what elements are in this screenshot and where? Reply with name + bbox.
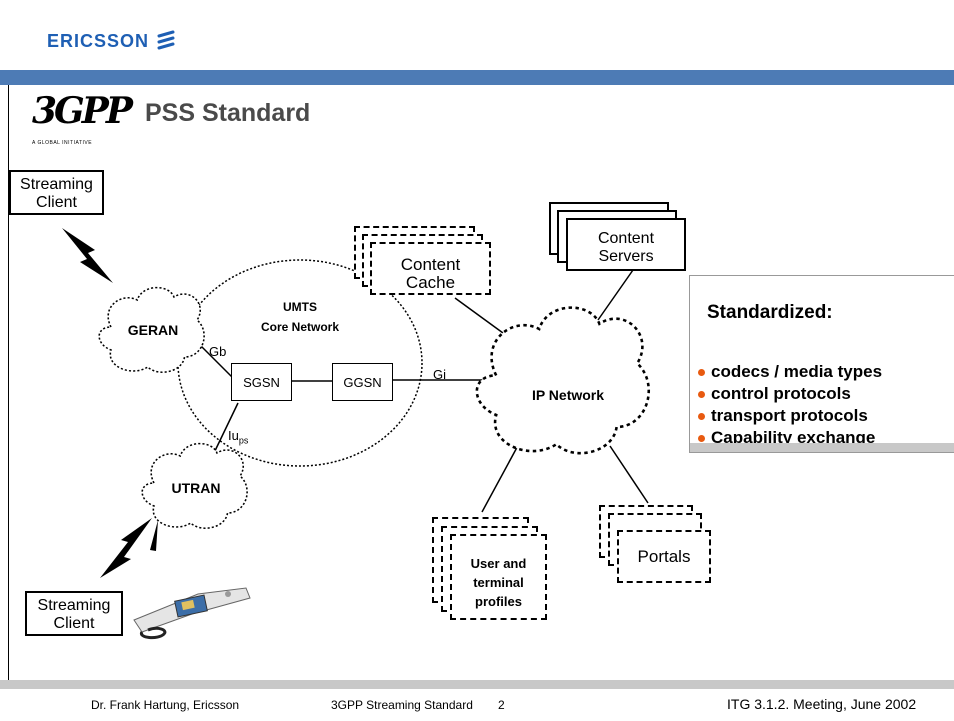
- content-cache-line2: Cache: [405, 273, 456, 292]
- core-network-line1: UMTS: [283, 300, 317, 314]
- geran-label: GERAN: [127, 322, 179, 338]
- footer-meeting: ITG 3.1.2. Meeting, June 2002: [727, 696, 917, 712]
- left-border: [8, 85, 9, 685]
- ericsson-logo: ERICSSON: [47, 30, 177, 52]
- bullet-icon: [698, 368, 705, 376]
- streaming-client-bottom-line1: Streaming: [37, 597, 111, 614]
- streaming-client-bottom-line2: Client: [53, 615, 95, 632]
- utran-sgsn-link: [212, 402, 239, 456]
- geran-sgsn-link: [199, 344, 233, 378]
- footer-talk: 3GPP Streaming Standard: [331, 698, 473, 712]
- standardized-item-text: transport protocols: [711, 406, 868, 425]
- sgsn-node: SGSN: [231, 363, 292, 401]
- ericsson-stripes-icon: [157, 30, 175, 50]
- 3gpp-logo-tagline: A GLOBAL INITIATIVE: [32, 140, 93, 146]
- footer-bar: [0, 680, 954, 689]
- brand-name: ERICSSON: [47, 30, 150, 51]
- ipnet-portals-link: [609, 445, 649, 504]
- portals-box: Portals: [617, 530, 711, 583]
- portals-label: Portals: [637, 547, 691, 566]
- ggsn-node: GGSN: [332, 363, 393, 401]
- standardized-panel: Standardized: codecs / media types contr…: [689, 275, 954, 453]
- cache-ipnet-link: [454, 297, 504, 334]
- footer-page: 2: [498, 698, 505, 712]
- standardized-item: control protocols: [698, 383, 882, 405]
- iu-interface-label: Iups: [228, 428, 248, 446]
- core-network-label: UMTS Core Network: [250, 297, 350, 337]
- 3gpp-logo-text: 3GPP: [32, 90, 133, 132]
- bullet-icon: [698, 412, 705, 420]
- profiles-line3: profiles: [475, 594, 522, 609]
- 3gpp-logo: 3GPP A GLOBAL INITIATIVE: [30, 88, 138, 150]
- content-cache-box: Content Cache: [370, 242, 491, 295]
- standardized-title: Standardized:: [707, 302, 833, 323]
- gb-interface-label: Gb: [209, 344, 227, 359]
- streaming-client-top: Streaming Client: [9, 170, 104, 215]
- mobile-phone-icon: [133, 587, 251, 640]
- lightning-top-icon: [62, 228, 113, 283]
- standardized-bottom-bar: [690, 443, 954, 452]
- ip-network-cloud: [475, 306, 651, 455]
- bullet-icon: [698, 434, 705, 442]
- lightning-bottom-icon: [100, 518, 152, 578]
- ipnet-profiles-link: [481, 439, 522, 513]
- slide-title: PSS Standard: [145, 99, 311, 127]
- header-bar: [0, 70, 954, 85]
- ip-network-label: IP Network: [531, 387, 605, 403]
- profiles-line2: terminal: [473, 575, 524, 590]
- lightning-bottom2-icon: [150, 520, 158, 551]
- content-servers-line2: Servers: [598, 248, 654, 265]
- content-cache-line1: Content: [400, 255, 461, 274]
- content-servers-line1: Content: [597, 230, 655, 247]
- bullet-icon: [698, 390, 705, 398]
- standardized-item: Capability exchange: [698, 427, 882, 449]
- standardized-item-text: codecs / media types: [711, 362, 883, 381]
- footer-author: Dr. Frank Hartung, Ericsson: [91, 698, 240, 712]
- standardized-item-text: control protocols: [711, 384, 851, 403]
- iu-sub-text: ps: [238, 435, 249, 446]
- profiles-box: User and terminal profiles: [450, 534, 547, 620]
- servers-ipnet-link: [597, 269, 634, 321]
- streaming-client-top-line1: Streaming: [20, 176, 93, 193]
- profiles-line1: User and: [470, 556, 527, 571]
- iu-main-text: Iu: [228, 428, 239, 443]
- core-network-line2: Core Network: [260, 320, 340, 334]
- streaming-client-bottom: Streaming Client: [25, 591, 123, 636]
- standardized-item-text: Capability exchange: [711, 428, 876, 447]
- content-servers-box: Content Servers: [566, 218, 686, 271]
- streaming-client-top-line2: Client: [36, 194, 77, 211]
- utran-label: UTRAN: [171, 480, 221, 496]
- standardized-item: transport protocols: [698, 405, 882, 427]
- gi-interface-label: Gi: [433, 367, 446, 382]
- standardized-item: codecs / media types: [698, 361, 882, 383]
